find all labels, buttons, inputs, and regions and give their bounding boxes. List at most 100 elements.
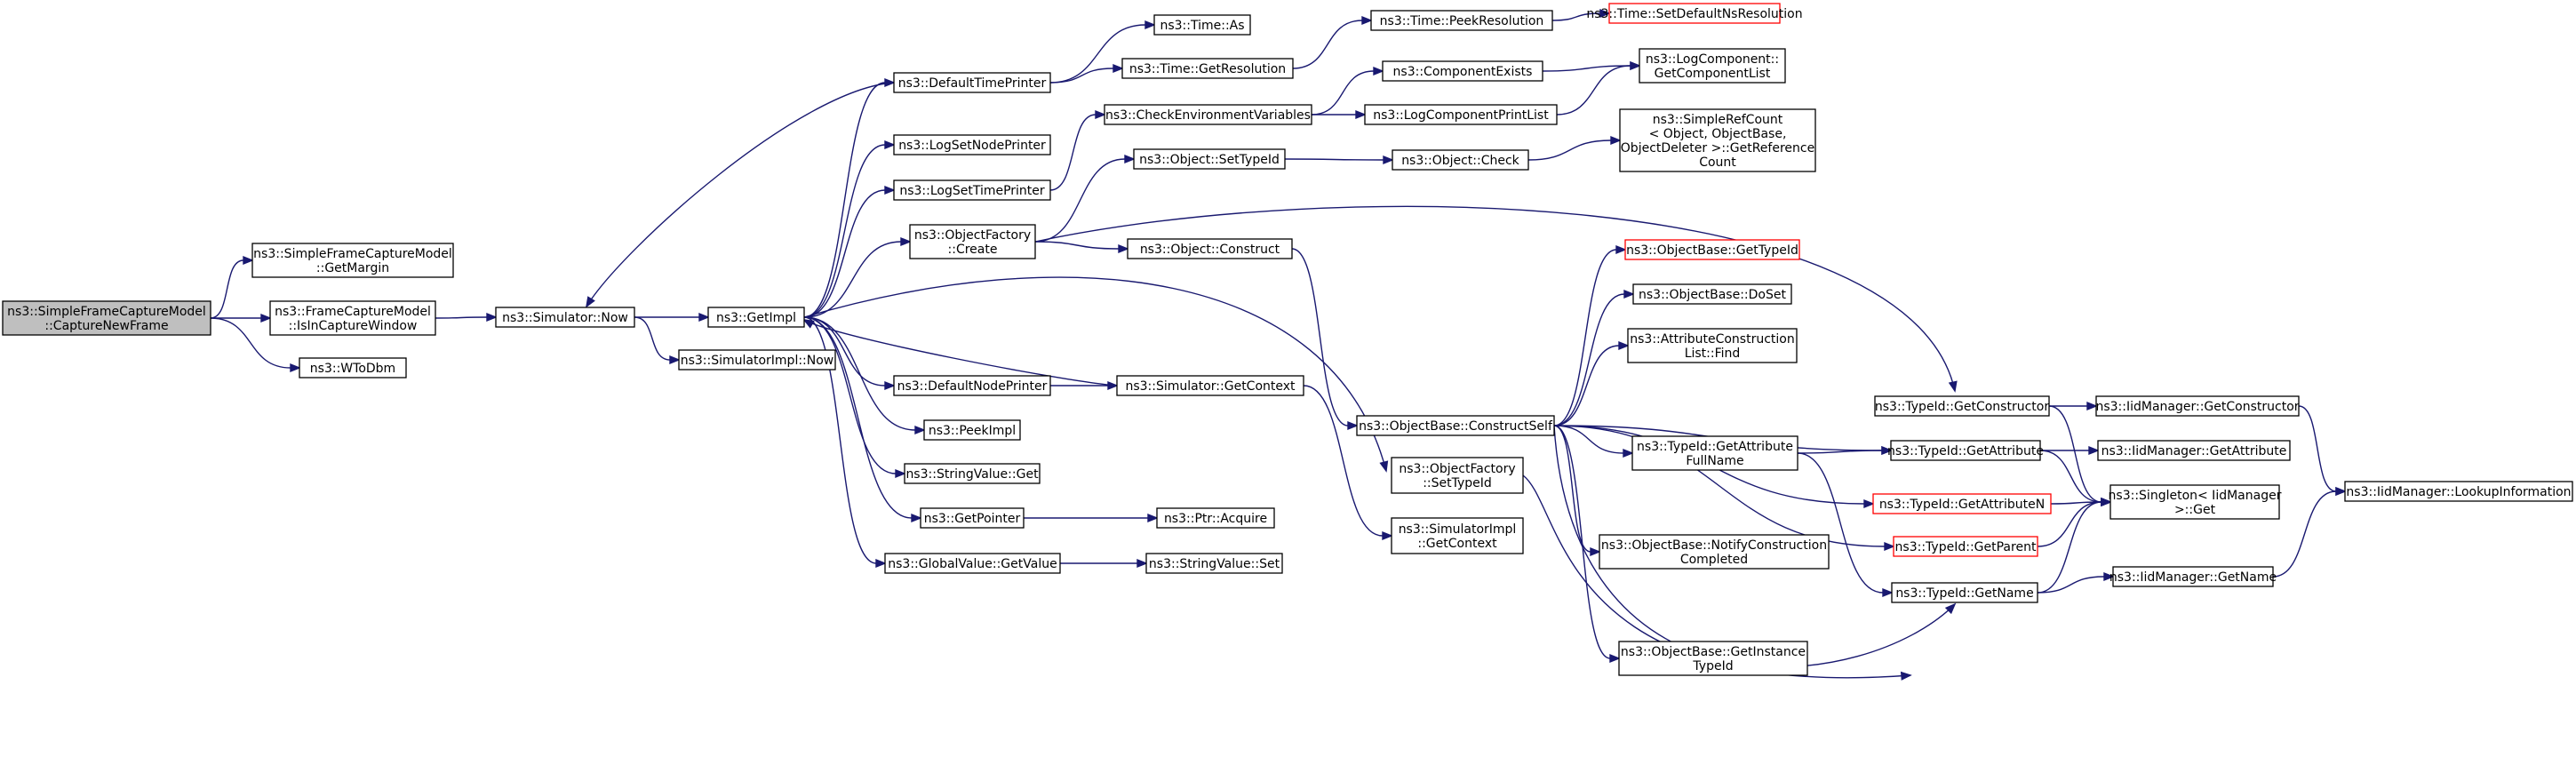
arrowhead-icon: [1944, 602, 1957, 615]
node-box: [2344, 481, 2573, 502]
node-gvgetvalue[interactable]: ns3::GlobalValue::GetValue: [884, 553, 1061, 574]
node-typeidgetctor[interactable]: ns3::TypeId::GetConstructor: [1874, 395, 2050, 417]
node-box: [1121, 58, 1294, 79]
edge-line: [1553, 345, 1620, 426]
node-box: [2109, 484, 2280, 520]
node-objconstruct[interactable]: ns3::Object::Construct: [1127, 238, 1293, 259]
node-box: [1356, 415, 1555, 436]
node-simnow[interactable]: ns3::Simulator::Now: [495, 307, 635, 328]
edge-line: [1553, 249, 1617, 426]
node-getimpl[interactable]: ns3::GetImpl: [707, 307, 805, 328]
node-objfactsettypeid[interactable]: ns3::ObjectFactory::SetTypeId: [1391, 457, 1524, 494]
edge-line: [803, 316, 897, 474]
edge-logsettime-to-checkenv: [1049, 109, 1106, 191]
node-box: [1133, 148, 1286, 170]
node-simimplgetctx[interactable]: ns3::SimulatorImpl::GetContext: [1391, 517, 1524, 554]
node-checkenv[interactable]: ns3::CheckEnvironmentVariables: [1104, 104, 1312, 125]
node-defnodeprinter[interactable]: ns3::DefaultNodePrinter: [893, 375, 1051, 396]
edge-objbaseconstruct-to-objbasegetinst: [1553, 425, 1621, 664]
node-objbasedoset[interactable]: ns3::ObjectBase::DoSet: [1632, 283, 1792, 305]
arrowhead-icon: [1590, 546, 1601, 557]
node-label: ns3::TypeId::GetAttribute: [1637, 440, 1793, 454]
node-iidgetname[interactable]: ns3::IidManager::GetName: [2109, 566, 2277, 587]
edge-typeidgetattrfull-to-typeidgetname: [1797, 452, 1894, 598]
edge-line: [1553, 425, 1624, 454]
edge-line: [803, 316, 916, 431]
node-logcompprint[interactable]: ns3::LogComponentPrintList: [1364, 104, 1558, 125]
node-simgetcontext[interactable]: ns3::Simulator::GetContext: [1116, 375, 1304, 396]
edge-objbaseconstruct-to-objbasedoset: [1553, 289, 1635, 426]
edge-line: [803, 319, 1118, 386]
node-label: ns3::LogSetNodePrinter: [898, 139, 1046, 153]
edge-line: [2048, 405, 2102, 503]
node-label: ns3::Object::Construct: [1140, 243, 1280, 257]
node-timeas[interactable]: ns3::Time::As: [1153, 14, 1251, 36]
edge-line: [2037, 576, 2105, 594]
node-box: [904, 463, 1041, 484]
node-typeidgetname[interactable]: ns3::TypeId::GetName: [1891, 582, 2038, 603]
node-ptracquire[interactable]: ns3::Ptr::Acquire: [1156, 507, 1275, 529]
node-label: List::Find: [1685, 347, 1741, 361]
node-box: [909, 224, 1036, 259]
arrowhead-icon: [911, 513, 922, 523]
edge-simnow-to-simimplnow: [634, 316, 681, 365]
node-timesetdef[interactable]: ns3::Time::SetDefaultNsResolution: [1586, 3, 1803, 24]
node-isincapture[interactable]: ns3::FrameCaptureModel::IsInCaptureWindo…: [269, 300, 436, 336]
node-objsettypeid[interactable]: ns3::Object::SetTypeId: [1133, 148, 1286, 170]
edge-typeidgetattr-to-iidgetattr: [2039, 445, 2100, 456]
node-peekimpl[interactable]: ns3::PeekImpl: [923, 419, 1021, 441]
edge-simgetcontext-to-getimpl: [802, 319, 1118, 386]
node-deftimeprinter[interactable]: ns3::DefaultTimePrinter: [893, 72, 1051, 93]
edge-line: [1284, 158, 1384, 161]
node-simplerefcount[interactable]: ns3::SimpleRefCount< Object, ObjectBase,…: [1619, 108, 1816, 172]
node-box: [251, 243, 454, 278]
call-graph-nodes: ns3::SimpleFrameCaptureModel::CaptureNew…: [2, 3, 2573, 676]
node-label: ns3::StringValue::Set: [1149, 557, 1280, 571]
node-compexists[interactable]: ns3::ComponentExists: [1382, 60, 1543, 82]
node-iidgetattr[interactable]: ns3::IidManager::GetAttribute: [2097, 440, 2291, 461]
node-wtodbm[interactable]: ns3::WToDbm: [299, 357, 407, 379]
arrowhead-icon: [1147, 513, 1159, 523]
node-iidlookup[interactable]: ns3::IidManager::LookupInformation: [2344, 481, 2573, 502]
node-simimplnow[interactable]: ns3::SimulatorImpl::Now: [678, 349, 836, 371]
edge-simgetcontext-to-simimplgetctx: [1303, 385, 1393, 541]
node-objbasenotify[interactable]: ns3::ObjectBase::NotifyConstructionCompl…: [1599, 534, 1830, 570]
node-typeidgetattr[interactable]: ns3::TypeId::GetAttribute: [1887, 440, 2044, 461]
edge-line: [1553, 425, 1611, 659]
edge-line: [2037, 501, 2102, 594]
node-box: [1104, 104, 1312, 125]
node-objbasegettypeid[interactable]: ns3::ObjectBase::GetTypeId: [1624, 239, 1800, 260]
node-logsetnode[interactable]: ns3::LogSetNodePrinter: [893, 134, 1051, 155]
arrowhead-icon: [1373, 66, 1384, 76]
node-timepeekres[interactable]: ns3::Time::PeekResolution: [1370, 10, 1553, 31]
node-label: ns3::ObjectBase::DoSet: [1639, 288, 1786, 302]
node-getmargin[interactable]: ns3::SimpleFrameCaptureModel::GetMargin: [251, 243, 454, 278]
node-typeidgetparent[interactable]: ns3::TypeId::GetParent: [1893, 536, 2038, 557]
node-box: [1391, 517, 1524, 554]
edge-line: [1034, 205, 1956, 392]
node-objfactcreate[interactable]: ns3::ObjectFactory::Create: [909, 224, 1036, 259]
edge-objfactcreate-to-objconstruct: [1034, 241, 1129, 254]
edge-line: [2037, 501, 2102, 547]
node-box: [1874, 395, 2050, 417]
node-objcheck[interactable]: ns3::Object::Check: [1392, 149, 1529, 171]
node-singletonget[interactable]: ns3::Singleton< IidManager>::Get: [2109, 484, 2282, 520]
node-label: TypeId: [1692, 659, 1733, 673]
node-timegetres[interactable]: ns3::Time::GetResolution: [1121, 58, 1294, 79]
node-box: [1619, 108, 1816, 172]
node-logcompgetlist[interactable]: ns3::LogComponent::GetComponentList: [1639, 48, 1786, 84]
node-iidgetctor[interactable]: ns3::IidManager::GetConstructor: [2095, 395, 2300, 417]
node-box: [678, 349, 836, 371]
node-getpointer[interactable]: ns3::GetPointer: [920, 507, 1025, 529]
node-typeidgetattrn[interactable]: ns3::TypeId::GetAttributeN: [1872, 493, 2052, 514]
node-logsettime[interactable]: ns3::LogSetTimePrinter: [893, 179, 1051, 201]
node-strvalget[interactable]: ns3::StringValue::Get: [904, 463, 1041, 484]
node-box: [1116, 375, 1304, 396]
node-strvalset[interactable]: ns3::StringValue::Set: [1145, 553, 1283, 574]
node-objbaseconstruct[interactable]: ns3::ObjectBase::ConstructSelf: [1356, 415, 1555, 436]
arrowhead-icon: [1618, 340, 1630, 351]
edge-line: [210, 317, 291, 369]
